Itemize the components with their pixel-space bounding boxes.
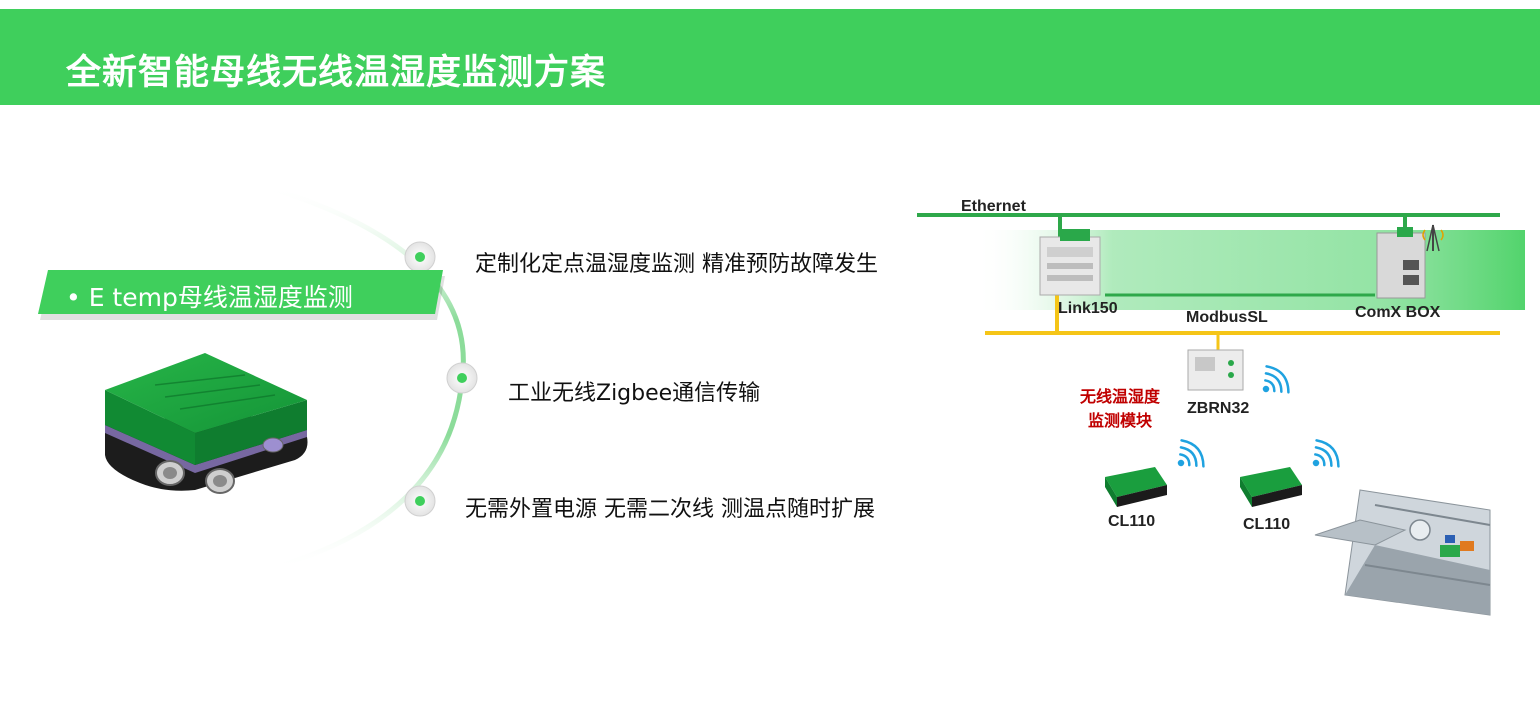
feature-1: 定制化定点温湿度监测 精准预防故障发生 [475, 252, 878, 277]
comx-label: ComX BOX [1355, 304, 1441, 321]
comx-device [1376, 224, 1444, 299]
page-title: 全新智能母线无线温湿度监测方案 [66, 53, 607, 93]
module-label: 无线温湿度 监测模块 [1080, 385, 1160, 433]
cl110-device-a [1105, 467, 1167, 507]
cl110-device-b [1240, 467, 1302, 507]
cl110-label-b: CL110 [1243, 516, 1291, 533]
cl110-label-a: CL110 [1108, 513, 1156, 530]
title-bar [0, 9, 1540, 105]
product-label-banner [38, 270, 443, 314]
feature-2: 工业无线Zigbee通信传输 [508, 381, 761, 406]
wifi-icon-cl110b [1312, 439, 1340, 468]
link150-label: Link150 [1058, 300, 1118, 317]
ethernet-label: Ethernet [961, 198, 1026, 215]
bullet-dot-3 [404, 485, 436, 517]
bullet-dot-1 [404, 241, 436, 273]
modbus-label: ModbusSL [1186, 309, 1268, 326]
zbrn32-device [1187, 349, 1244, 391]
wifi-icon-zbrn [1262, 365, 1290, 394]
module-label-line1: 无线温湿度 [1080, 387, 1161, 406]
module-label-line2: 监测模块 [1088, 411, 1153, 430]
sensor-device-image [105, 353, 308, 494]
product-label: • E temp母线温湿度监测 [66, 283, 353, 312]
feature-3: 无需外置电源 无需二次线 测温点随时扩展 [465, 497, 875, 522]
wifi-icon-cl110a [1177, 439, 1205, 468]
link150-device [1039, 229, 1101, 296]
busway-image [1314, 489, 1491, 616]
zbrn32-label: ZBRN32 [1187, 400, 1250, 417]
network-diagram [917, 213, 1525, 616]
feature-arc [259, 182, 478, 573]
bullet-dot-2 [446, 362, 478, 394]
